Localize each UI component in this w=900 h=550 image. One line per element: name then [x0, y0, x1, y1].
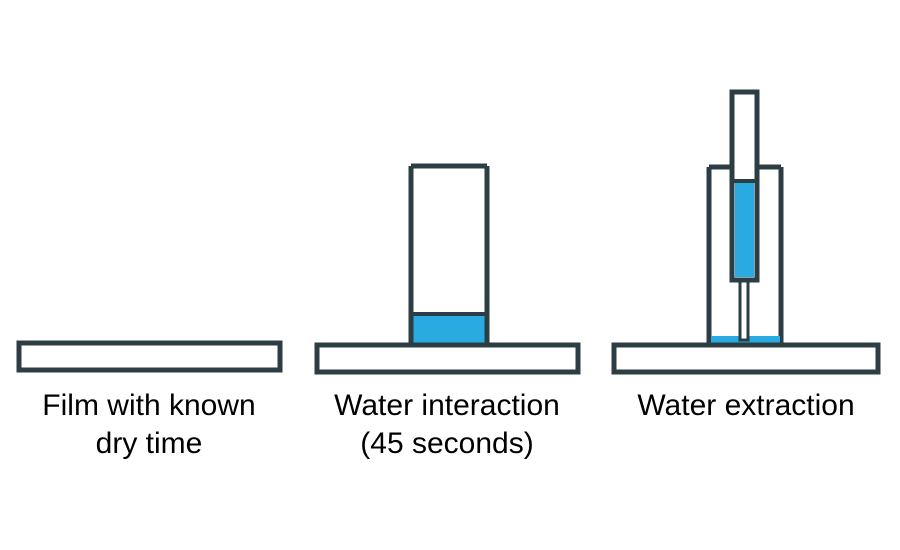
panel-2-group — [314, 163, 581, 375]
panel-3-caption-line-1: Water extraction — [637, 389, 854, 422]
panel-3-syringe-water-column — [735, 181, 754, 277]
panel-2-caption-line-1: Water interaction — [334, 389, 560, 422]
panel-2-water-body — [412, 314, 486, 345]
panel-3-group — [611, 89, 881, 375]
captions-group: Film with known dry time Water interacti… — [42, 389, 854, 460]
panel-3-film-substrate-bar — [611, 342, 881, 375]
panel-1-group — [19, 343, 280, 370]
panel-2-caption-line-2: (45 seconds) — [360, 427, 533, 460]
panel-3-syringe-needle — [738, 276, 750, 342]
panel-2-film-substrate-bar — [314, 342, 581, 375]
panel-1-film-substrate-bar — [19, 343, 280, 370]
panel-1-caption-line-2: dry time — [96, 427, 203, 460]
panel-1-caption-line-1: Film with known — [42, 389, 255, 422]
